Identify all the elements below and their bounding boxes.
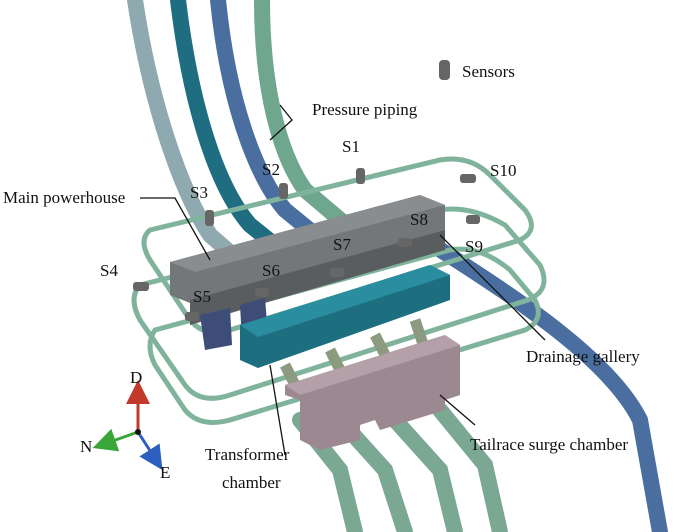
sensor-s7 <box>330 268 344 277</box>
sensor-label-s4: S4 <box>100 261 118 280</box>
sensor-s9 <box>466 215 480 224</box>
sensor-label-s1: S1 <box>342 137 360 156</box>
sensor-s2 <box>279 183 288 199</box>
axis-e-label: E <box>160 463 170 482</box>
sensor-s3 <box>205 210 214 226</box>
main-powerhouse-label: Main powerhouse <box>3 188 125 207</box>
sensor-s1 <box>356 168 365 184</box>
axis-d-label: D <box>130 368 142 387</box>
sensor-label-s5: S5 <box>193 287 211 306</box>
sensor-label-s9: S9 <box>465 237 483 256</box>
legend-sensor-icon <box>439 60 450 80</box>
sensor-label-s10: S10 <box>490 161 516 180</box>
main-powerhouse-block <box>170 195 445 350</box>
pipe-blue-right <box>417 232 668 532</box>
drainage-gallery <box>131 156 547 425</box>
tailrace-label: Tailrace surge chamber <box>470 435 628 454</box>
tailrace-surge-chamber-block <box>285 335 460 450</box>
leader-lines <box>140 104 546 456</box>
sensor-label-s8: S8 <box>410 210 428 229</box>
pressure-piping-label: Pressure piping <box>312 100 418 119</box>
sensor-label-s2: S2 <box>262 160 280 179</box>
axis-n-label: N <box>80 437 92 456</box>
legend-sensors-label: Sensors <box>462 62 515 81</box>
pipe-1 <box>127 0 258 278</box>
orientation-axes <box>92 380 163 471</box>
pipe-4 <box>254 0 378 253</box>
sensor-label-s3: S3 <box>190 183 208 202</box>
sensor-s8 <box>398 238 412 247</box>
transformer-label-line1: Transformer <box>205 445 290 464</box>
sensor-s4 <box>133 282 149 291</box>
sensor-s6 <box>255 288 269 297</box>
sensor-s10 <box>460 174 476 183</box>
transformer-label-line2: chamber <box>222 473 281 492</box>
sensors <box>133 60 480 321</box>
sensor-s5 <box>185 312 199 321</box>
sensor-label-s6: S6 <box>262 261 280 280</box>
pipe-3 <box>210 0 348 263</box>
pressure-pipes <box>127 0 668 532</box>
pipe-2 <box>170 0 308 273</box>
sensor-label-s7: S7 <box>333 235 351 254</box>
drainage-gallery-label: Drainage gallery <box>526 347 640 366</box>
transformer-chamber-block <box>240 265 450 368</box>
